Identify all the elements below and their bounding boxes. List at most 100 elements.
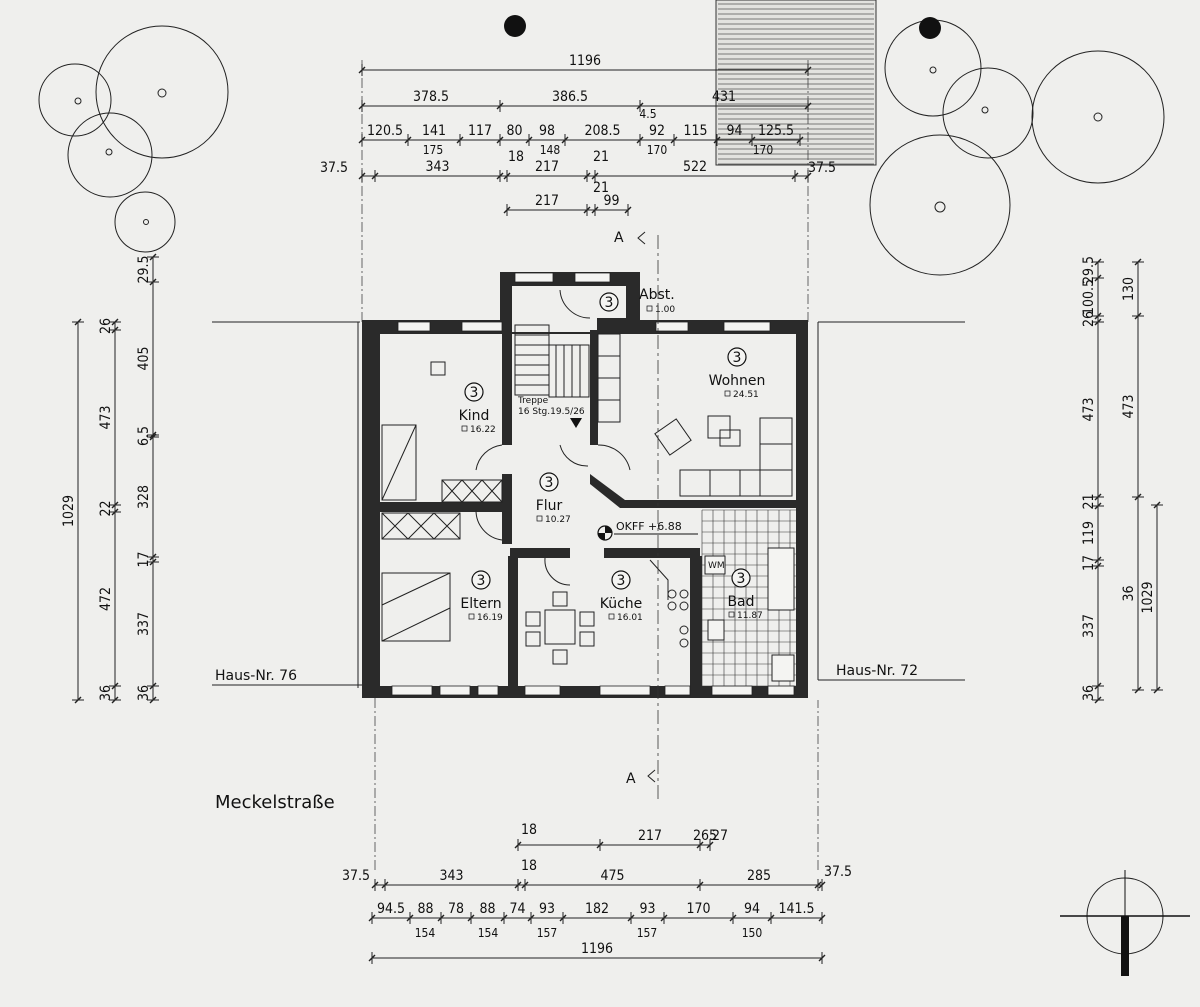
dimension-label: 182 <box>585 901 609 917</box>
dimension-label: 208.5 <box>584 123 620 139</box>
room-labels: 3Kind16.223Flur10.273Wohnen24.513Eltern1… <box>459 287 766 623</box>
dimension-label: 473 <box>98 405 114 429</box>
furniture <box>381 289 795 682</box>
dimension-label: 94 <box>744 901 760 917</box>
dimension-label: 337 <box>136 612 152 636</box>
washing-machine-label: WM <box>708 561 725 571</box>
dimension-label: 522 <box>683 159 707 175</box>
pin-icon <box>504 15 526 37</box>
dimension-label: 475 <box>600 868 624 884</box>
stair-label-2: 16 Stg.19.5/26 <box>518 407 585 417</box>
neighbor-outlines <box>212 321 965 688</box>
dimension-label: 17 <box>1081 555 1097 571</box>
dimension-label: 285 <box>747 868 771 884</box>
dimension-label: 431 <box>712 89 736 105</box>
staircase <box>514 324 590 398</box>
dimension-label: 125.5 <box>758 123 794 139</box>
dimension-label: 88 <box>479 901 495 917</box>
dimension-label: 37.5 <box>342 868 370 884</box>
dimension-label: 405 <box>136 346 152 370</box>
room-area: 16.01 <box>617 613 643 623</box>
dimension-sublabel: 148 <box>540 143 561 157</box>
stove-icon <box>667 589 689 648</box>
dimension-label: 1029 <box>61 495 77 527</box>
dimension-label: 1196 <box>569 53 601 69</box>
room-area: 16.22 <box>470 425 496 435</box>
dimension-label: 141.5 <box>778 901 814 917</box>
bed-kind <box>381 424 417 501</box>
dimension-label: 88 <box>417 901 433 917</box>
dimension-label: 37.5 <box>824 864 852 880</box>
street-label: Meckelstraße <box>215 792 335 813</box>
section-line: A A <box>614 230 659 800</box>
room-name: Eltern <box>460 596 501 612</box>
room-number: 3 <box>545 475 554 491</box>
room-number: 3 <box>733 350 742 366</box>
dimension-label: 120.5 <box>367 123 403 139</box>
dimension-label: 93 <box>539 901 555 917</box>
room-number: 3 <box>605 295 614 311</box>
building <box>362 272 808 698</box>
dimension-label: 92 <box>649 123 665 139</box>
dimension-label: 4.5 <box>639 107 656 121</box>
pin-icon <box>919 17 941 39</box>
wardrobe-eltern <box>381 512 461 540</box>
room-area: 16.19 <box>477 613 503 623</box>
dimension-label: 343 <box>425 159 449 175</box>
dimension-label: 21 <box>593 149 609 165</box>
dimension-label: 115 <box>683 123 707 139</box>
dimension-label: 217 <box>638 828 662 844</box>
dimension-label: 29.5 <box>1081 256 1097 284</box>
bed-eltern <box>381 572 451 642</box>
room-name: Bad <box>727 594 754 610</box>
level-marker: OKFF +6.88 <box>597 520 698 541</box>
room-area: 10.27 <box>545 515 571 525</box>
dimension-label: 17 <box>136 551 152 567</box>
dimension-label: 473 <box>1081 397 1097 421</box>
stair-label-1: Treppe <box>517 396 549 406</box>
room-number: 3 <box>737 571 746 587</box>
wardrobe-kind <box>441 479 503 503</box>
dimension-label: 98 <box>539 123 555 139</box>
dimension-label: 343 <box>439 868 463 884</box>
dimension-label: 93 <box>639 901 655 917</box>
dimension-label: 1196 <box>581 941 613 957</box>
dimension-label: 99 <box>603 193 619 209</box>
room-name: Flur <box>536 498 563 514</box>
dimension-label: 18 <box>508 149 524 165</box>
dimension-label: 265 <box>693 828 717 844</box>
sofa <box>597 333 793 497</box>
dimension-label: 119 <box>1081 521 1097 545</box>
dimension-label: 29.5 <box>136 255 152 283</box>
dimension-label: 117 <box>468 123 492 139</box>
dimension-label: 141 <box>422 123 446 139</box>
dimension-label: 78 <box>448 901 464 917</box>
dimension-label: 170 <box>686 901 710 917</box>
dimension-label: 217 <box>535 159 559 175</box>
dimension-label: 386.5 <box>552 89 588 105</box>
hatched-building <box>715 0 877 166</box>
dimension-label: 94.5 <box>377 901 405 917</box>
tree-icon <box>942 67 1034 159</box>
dimension-label: 94 <box>726 123 742 139</box>
dimension-label: 36 <box>98 685 114 701</box>
dimension-label: 378.5 <box>413 89 449 105</box>
section-marker-bottom: A <box>626 771 636 787</box>
tree-icon <box>67 112 153 198</box>
room-name: Abst. <box>639 287 675 303</box>
tree-icon <box>114 191 176 253</box>
dimension-label: 337 <box>1081 614 1097 638</box>
dimension-sublabel: 157 <box>637 926 658 940</box>
dimension-label: 1029 <box>1140 581 1156 613</box>
dimension-label: 18 <box>521 822 537 838</box>
room-name: Kind <box>459 408 490 424</box>
dimension-label: 130 <box>1121 277 1137 301</box>
room-number: 3 <box>470 385 479 401</box>
neighbor-right-label: Haus-Nr. 72 <box>836 663 918 679</box>
dimension-label: 21 <box>593 180 609 196</box>
